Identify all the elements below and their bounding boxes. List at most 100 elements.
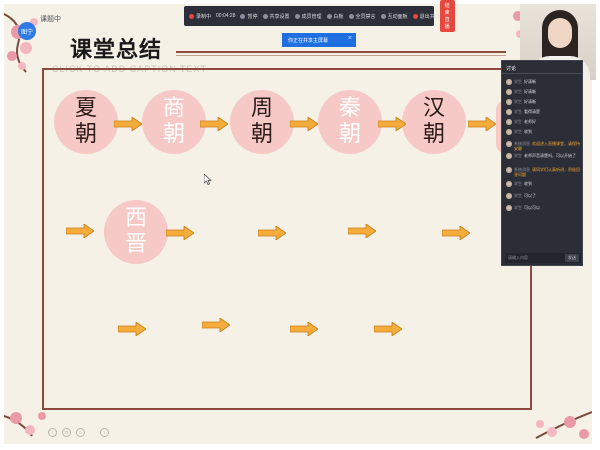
chat-sender-name: 学生 — [514, 109, 522, 114]
toolbar-item-members[interactable]: 成员管理 — [294, 13, 322, 20]
arrow-right-icon[interactable] — [290, 117, 318, 131]
arrow-right-icon[interactable] — [442, 226, 470, 240]
arrow-right-icon[interactable] — [290, 322, 318, 336]
app-avatar-badge[interactable]: 图宁 — [18, 22, 36, 40]
chat-message-body: 系统消息请同学们认真听讲，积极回答问题 — [514, 167, 582, 177]
user-avatar-icon[interactable] — [506, 89, 512, 95]
chat-sender-name: 系统消息 — [514, 167, 530, 172]
toolbar-item-interact[interactable]: 互动面板 — [380, 13, 408, 20]
members-icon — [294, 13, 300, 19]
chat-sender-name: 学生 — [514, 89, 522, 94]
dynasty-circle-zhou[interactable]: 周 朝 — [230, 90, 294, 154]
arrow-right-icon[interactable] — [114, 117, 142, 131]
chat-message-body: 学生好清晰 — [514, 79, 536, 85]
arrow-right-icon[interactable] — [378, 117, 406, 131]
arrow-right-icon[interactable] — [348, 224, 376, 238]
toolbar-item-pause[interactable]: 暂停 — [240, 13, 258, 20]
chat-message-text: 请同学们认真听讲，积极回答问题 — [514, 167, 580, 177]
mute-icon — [348, 13, 354, 19]
arrow-right-icon[interactable] — [258, 226, 286, 240]
tab-discussion[interactable]: 讨论 — [506, 66, 517, 72]
arrow-right-icon[interactable] — [374, 322, 402, 336]
timer: 00:04:28 — [216, 13, 236, 19]
app-title: 课题中 — [40, 16, 61, 23]
next-slide-button[interactable]: › — [100, 428, 109, 437]
chat-sender-name: 系统消息 — [514, 141, 530, 146]
user-avatar-icon[interactable] — [506, 129, 512, 135]
plum-blossom-bottom-left-decoration — [4, 412, 46, 437]
chat-message-text: 老师声音清楚吗，可以开始了 — [524, 153, 576, 158]
end-live-button[interactable]: 结束直播 — [439, 0, 455, 32]
stop-share-icon — [412, 13, 418, 19]
dynasty-circle-shang[interactable]: 商 朝 — [142, 90, 206, 154]
chat-message-text: 可以了 — [524, 193, 536, 198]
user-avatar-icon[interactable] — [506, 99, 512, 105]
user-avatar-icon[interactable] — [506, 109, 512, 115]
chat-message-text: 收到 — [524, 181, 532, 186]
user-avatar-icon[interactable] — [506, 193, 512, 199]
chat-message-text: 好清晰 — [524, 79, 536, 84]
dynasty-char: 朝 — [162, 122, 185, 147]
chat-message: 学生好清晰 — [506, 99, 582, 105]
chat-message: 学生老师好 — [506, 119, 582, 125]
dynasty-circle-han[interactable]: 汉 朝 — [402, 90, 466, 154]
toolbar-item-mute-all[interactable]: 全员禁言 — [348, 13, 376, 20]
prev-slide-button[interactable]: ‹ — [48, 428, 57, 437]
arrow-right-icon[interactable] — [202, 318, 230, 332]
user-avatar-icon[interactable] — [506, 119, 512, 125]
recording-status[interactable]: 录制中 — [189, 13, 211, 20]
toolbar-item-share-settings[interactable]: 共享设置 — [262, 13, 290, 20]
arrow-right-icon[interactable] — [66, 224, 94, 238]
user-avatar-icon[interactable] — [506, 205, 512, 211]
chat-sender-name: 学生 — [514, 153, 522, 158]
plum-blossom-bottom-right-decoration — [535, 411, 592, 439]
arrow-right-icon[interactable] — [166, 226, 194, 240]
dynasty-circle-qin[interactable]: 秦 朝 — [318, 90, 382, 154]
dynasty-char: 夏 — [74, 96, 97, 121]
chat-input-placeholder: 请输入内容 — [508, 255, 528, 260]
arrow-right-icon[interactable] — [200, 117, 228, 131]
webcam-person-face — [548, 18, 572, 48]
close-icon[interactable]: × — [347, 35, 352, 42]
chat-message-text: 好清晰 — [524, 99, 536, 104]
chat-message-text: 可以可以 — [524, 205, 540, 210]
user-avatar-icon[interactable] — [506, 153, 512, 159]
chat-message: 系统消息请同学们认真听讲，积极回答问题 — [506, 167, 582, 177]
dynasty-circle-xia[interactable]: 夏 朝 — [54, 90, 118, 154]
user-avatar-icon[interactable] — [506, 141, 512, 147]
mouse-cursor-icon — [204, 174, 212, 185]
arrow-right-icon[interactable] — [118, 322, 146, 336]
arrow-right-icon[interactable] — [468, 117, 496, 131]
chat-sender-name: 学生 — [514, 193, 522, 198]
recording-label: 录制中 — [196, 13, 212, 20]
dynasty-char: 西 — [124, 206, 147, 231]
send-button[interactable]: 发送 — [565, 254, 579, 262]
chat-message-body: 学生老师好 — [514, 119, 536, 125]
toolbar-item-whiteboard[interactable]: 白板 — [326, 13, 344, 20]
chat-message-body: 学生收到 — [514, 129, 532, 135]
user-avatar-icon[interactable] — [506, 79, 512, 85]
chat-input[interactable]: 请输入内容 发送 — [505, 253, 581, 263]
pause-icon — [240, 13, 246, 19]
chat-message-body: 系统消息欢迎进入直播课堂，请保持安静 — [514, 141, 582, 151]
toolbar-item-stop-share[interactable]: 退出共享 — [412, 13, 440, 20]
user-avatar-icon[interactable] — [506, 167, 512, 173]
screen-share-toast: 你正在共享主屏幕 × — [282, 33, 356, 47]
chat-message-text: 欢迎进入直播课堂，请保持安静 — [514, 141, 580, 151]
zoom-button[interactable]: ⌕ — [76, 428, 85, 437]
slide-menu-button[interactable]: ≡ — [62, 428, 71, 437]
tab-divider — [502, 73, 582, 74]
chat-message-text: 老师好 — [524, 119, 536, 124]
chat-message-body: 学生看得清楚 — [514, 109, 540, 115]
slide-title[interactable]: 课堂总结 — [70, 37, 163, 63]
user-avatar-icon[interactable] — [506, 181, 512, 187]
dynasty-char: 朝 — [250, 122, 273, 147]
chat-message: 学生好清晰 — [506, 89, 582, 95]
chat-message-body: 学生好清晰 — [514, 89, 536, 95]
chat-sender-name: 学生 — [514, 129, 522, 134]
dynasty-char: 周 — [250, 96, 273, 121]
dynasty-circle-xijin[interactable]: 西 晋 — [104, 200, 168, 264]
chat-message-body: 学生老师声音清楚吗，可以开始了 — [514, 153, 576, 159]
chat-sender-name: 学生 — [514, 181, 522, 186]
